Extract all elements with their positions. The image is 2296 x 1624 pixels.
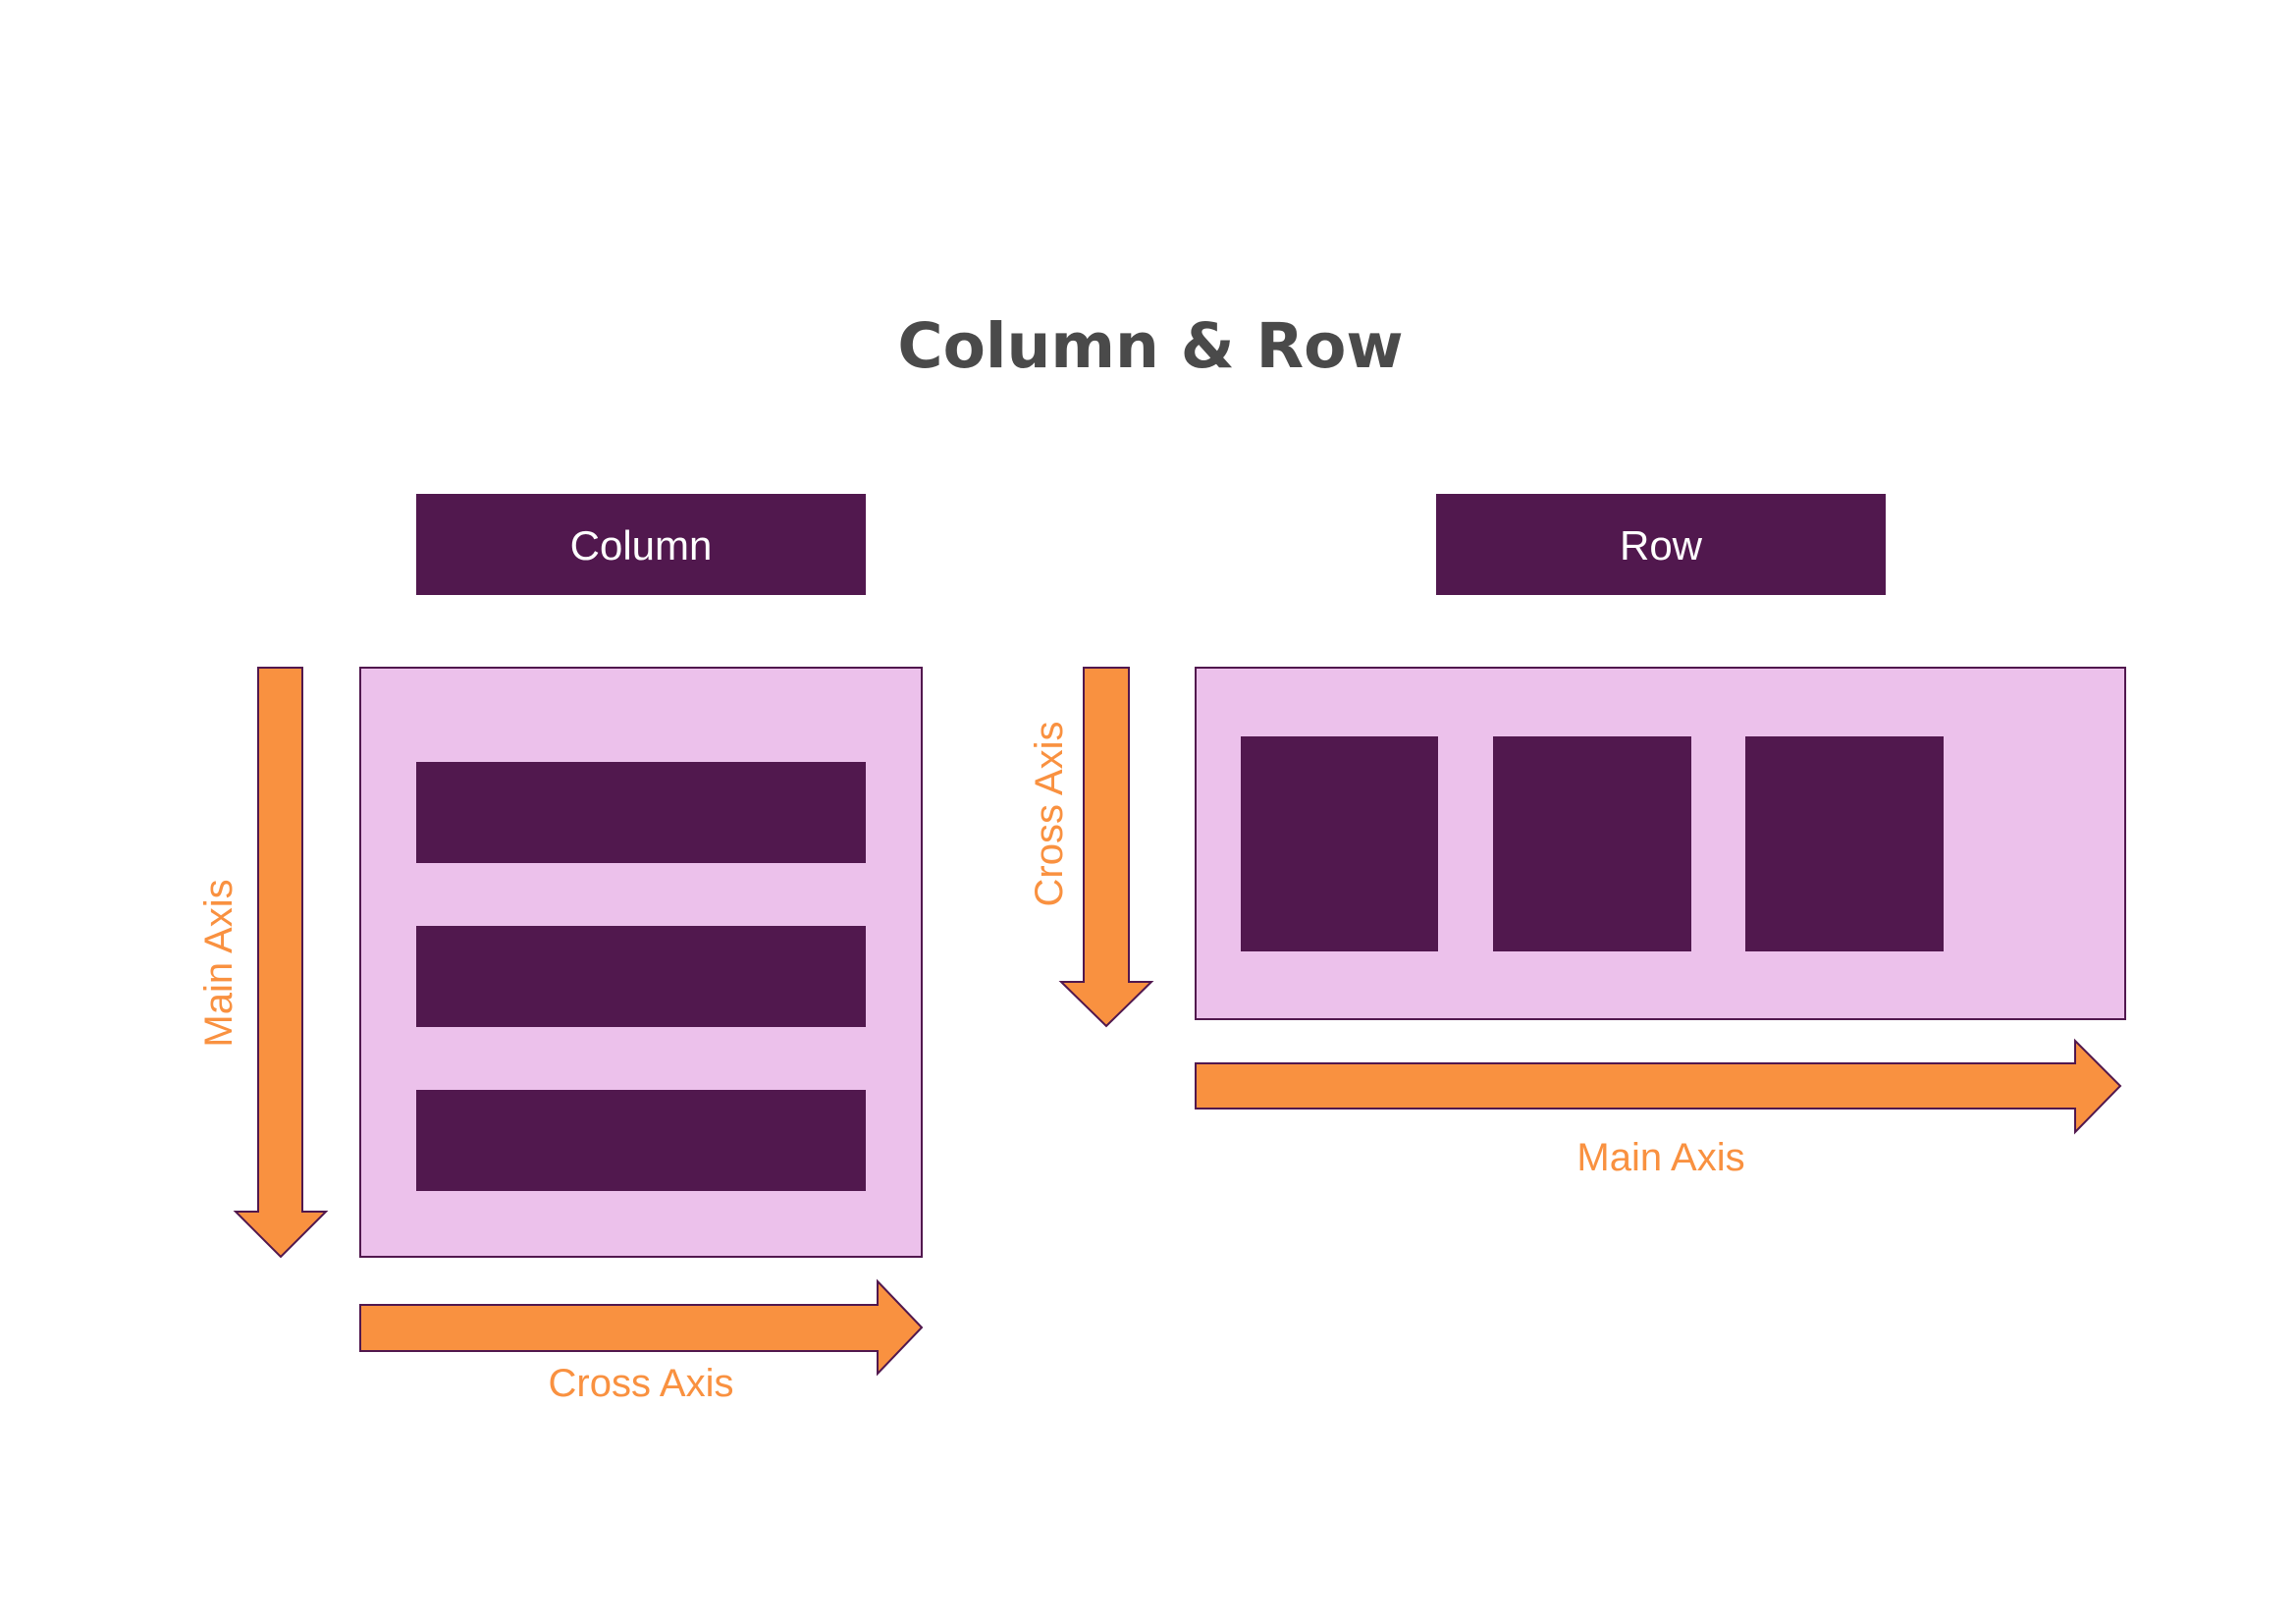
column-main-axis-arrow bbox=[233, 667, 329, 1259]
row-header-box bbox=[1436, 494, 1886, 595]
column-cross-axis-label: Cross Axis bbox=[549, 1362, 734, 1405]
row-child-1 bbox=[1241, 736, 1438, 951]
row-child-2 bbox=[1493, 736, 1691, 951]
row-main-axis-arrow bbox=[1195, 1038, 2122, 1135]
row-child-3 bbox=[1745, 736, 1944, 951]
column-header-label: Column bbox=[570, 522, 713, 568]
row-main-axis-label: Main Axis bbox=[1576, 1136, 1744, 1179]
column-child-3 bbox=[416, 1090, 866, 1191]
column-main-axis-label: Main Axis bbox=[197, 879, 240, 1047]
row-cross-axis-label: Cross Axis bbox=[1028, 722, 1071, 907]
diagram-title: Column & Row bbox=[897, 310, 1403, 382]
column-child-2 bbox=[416, 926, 866, 1027]
row-panel: Row Cross Axis Main Axis bbox=[1028, 494, 2126, 1179]
row-header-label: Row bbox=[1620, 522, 1703, 568]
column-header-box bbox=[416, 494, 866, 595]
column-cross-axis-arrow bbox=[359, 1278, 924, 1377]
row-cross-axis-arrow bbox=[1058, 667, 1154, 1028]
column-panel: Column Main Axis Cross Axis bbox=[197, 494, 924, 1405]
column-child-1 bbox=[416, 762, 866, 863]
